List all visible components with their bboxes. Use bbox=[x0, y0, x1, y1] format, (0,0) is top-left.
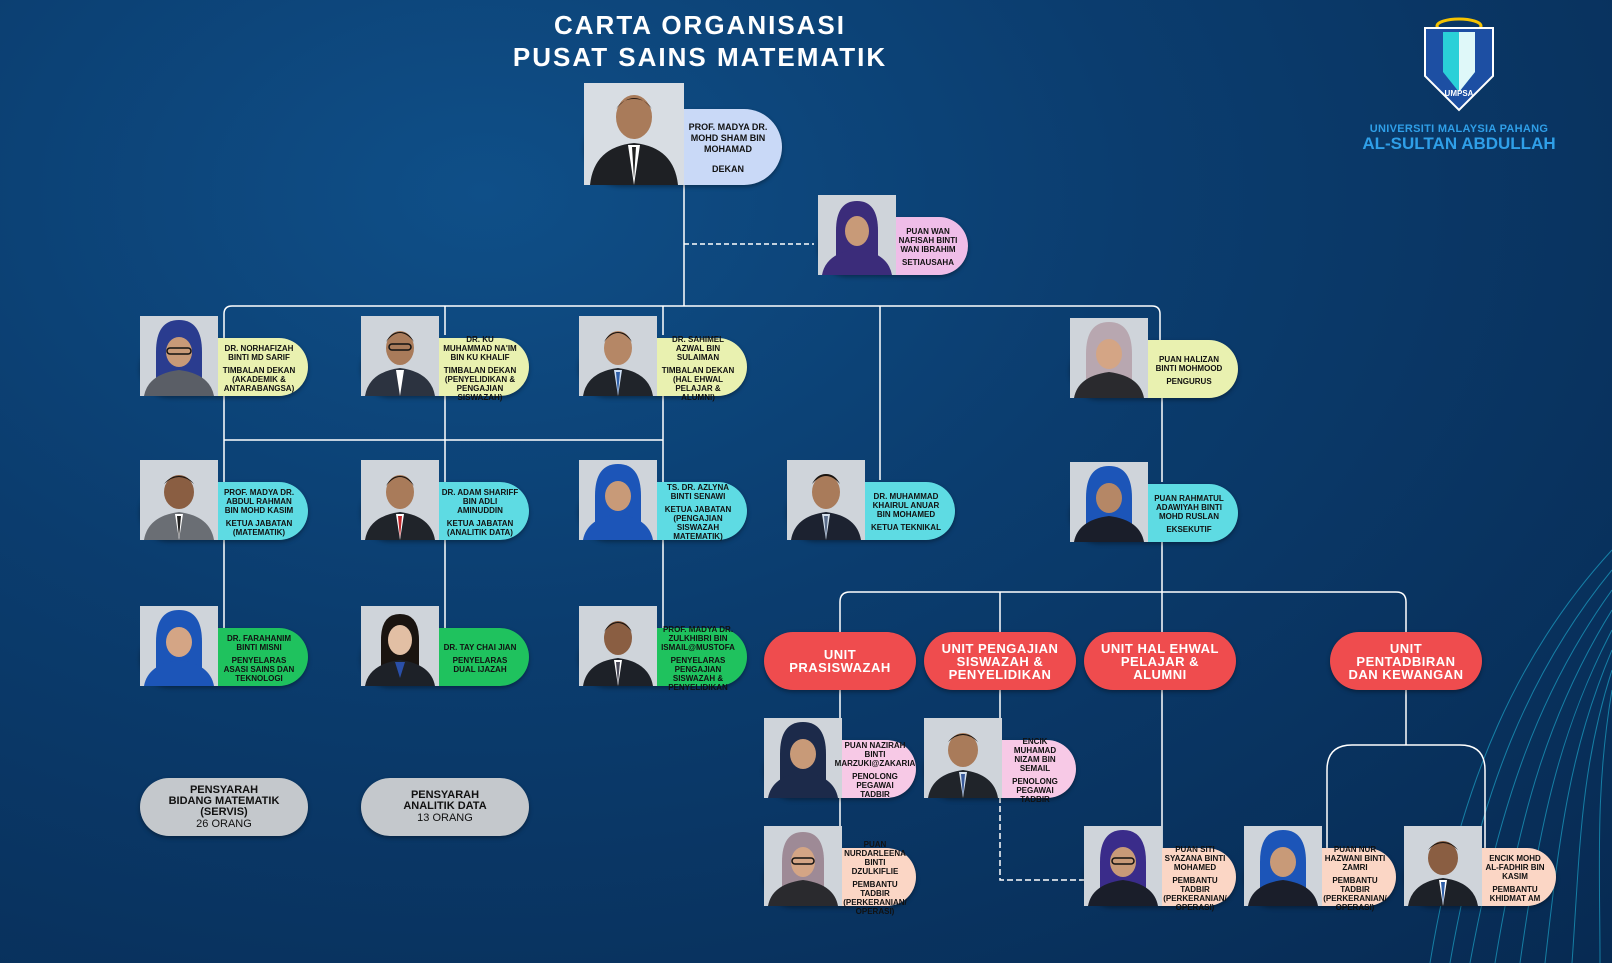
university-crest-icon: UMPSA bbox=[1424, 17, 1494, 112]
person-name: DR. KU MUHAMMAD NA'IM BIN KU KHALIF bbox=[443, 334, 517, 362]
person-name: PUAN RAHMATUL ADAWIYAH BINTI MOHD RUSLAN bbox=[1154, 494, 1224, 521]
person-name: PUAN NAZIRAH BINTI MARZUKI@ZAKARIA bbox=[834, 741, 916, 768]
person-name: DR. NORHAFIZAH BINTI MD SARIF bbox=[224, 343, 294, 362]
person-card-tech-head[interactable]: DR. MUHAMMAD KHAIRUL ANUAR BIN MOHAMED K… bbox=[787, 460, 955, 540]
person-card-admin-assistant-2[interactable]: ENCIK MUHAMAD NIZAM BIN SEMAIL PENOLONG … bbox=[924, 718, 1076, 804]
person-photo bbox=[764, 718, 842, 798]
person-photo bbox=[361, 316, 439, 396]
unit-prasiswazah[interactable]: UNIT PRASISWAZAH bbox=[764, 632, 916, 690]
lecturer-group-analytics[interactable]: PENSYARAH ANALITIK DATA 13 ORANG bbox=[361, 778, 529, 836]
unit-hal-ehwal-pelajar[interactable]: UNIT HAL EHWAL PELAJAR & ALUMNI bbox=[1084, 632, 1236, 690]
person-role: EKSEKUTIF bbox=[1166, 525, 1212, 534]
person-name: DR. FARAHANIM BINTI MISNI bbox=[227, 633, 291, 652]
person-photo bbox=[764, 826, 842, 906]
person-role: KETUA JABATAN (ANALITIK DATA) bbox=[446, 518, 514, 537]
lecturer-group-title: PENSYARAH ANALITIK DATA bbox=[403, 789, 487, 812]
person-card-coordinator-dual[interactable]: DR. TAY CHAI JIAN PENYELARAS DUAL IJAZAH bbox=[361, 606, 529, 686]
person-photo bbox=[579, 316, 657, 396]
lecturer-group-count: 13 ORANG bbox=[417, 812, 473, 824]
person-role: PENOLONG PEGAWAI TADBIR bbox=[1012, 776, 1058, 804]
person-role: PEMBANTU TADBIR (PERKERANIAN/ OPERASI) bbox=[843, 880, 907, 916]
person-photo bbox=[579, 606, 657, 686]
person-card-clerk-2[interactable]: PUAN SITI SYAZANA BINTI MOHAMED PEMBANTU… bbox=[1084, 826, 1236, 912]
person-photo bbox=[818, 195, 896, 275]
decorative-wave-lines bbox=[1429, 549, 1612, 963]
person-role: PEMBANTU TADBIR (PERKERANIAN/ OPERASI) bbox=[1323, 875, 1387, 912]
person-card-head-postgrad[interactable]: TS. DR. AZLYNA BINTI SENAWI KETUA JABATA… bbox=[579, 460, 747, 541]
person-name: DR. TAY CHAI JIAN bbox=[443, 642, 517, 652]
person-card-head-math[interactable]: PROF. MADYA DR. ABDUL RAHMAN BIN MOHD KA… bbox=[140, 460, 308, 540]
person-photo bbox=[140, 606, 218, 686]
lecturer-group-math[interactable]: PENSYARAH BIDANG MATEMATIK (SERVIS) 26 O… bbox=[140, 778, 308, 836]
logo-badge-text: UMPSA bbox=[1445, 89, 1474, 98]
person-role: PEMBANTU KHIDMAT AM bbox=[1489, 884, 1541, 903]
chart-title-line1: CARTA ORGANISASI bbox=[554, 10, 846, 40]
university-logo: UMPSA UNIVERSITI MALAYSIA PAHANG AL-SULT… bbox=[1346, 14, 1572, 152]
person-role: TIMBALAN DEKAN (AKADEMIK & ANTARABANGSA) bbox=[222, 365, 296, 393]
person-card-clerk-3[interactable]: PUAN NUR HAZWANI BINTI ZAMRI PEMBANTU TA… bbox=[1244, 826, 1396, 912]
person-role: PEMBANTU TADBIR (PERKERANIAN/ OPERASI) bbox=[1163, 875, 1227, 912]
person-card-secretary[interactable]: PUAN WAN NAFISAH BINTI WAN IBRAHIM SETIA… bbox=[818, 195, 968, 275]
person-card-deputy-research[interactable]: DR. KU MUHAMMAD NA'IM BIN KU KHALIF TIMB… bbox=[361, 316, 529, 402]
person-name: PUAN NUR HAZWANI BINTI ZAMRI bbox=[1324, 844, 1386, 872]
person-name: PUAN WAN NAFISAH BINTI WAN IBRAHIM bbox=[898, 227, 958, 254]
person-role: TIMBALAN DEKAN (PENYELIDIKAN & PENGAJIAN… bbox=[443, 365, 517, 402]
person-card-coordinator-foundation[interactable]: DR. FARAHANIM BINTI MISNI PENYELARAS ASA… bbox=[140, 606, 308, 686]
person-card-deputy-student[interactable]: DR. SAHIMEL AZWAL BIN SULAIMAN TIMBALAN … bbox=[579, 316, 747, 402]
person-photo bbox=[140, 316, 218, 396]
person-photo bbox=[1084, 826, 1162, 906]
person-photo bbox=[140, 460, 218, 540]
person-card-head-analytics[interactable]: DR. ADAM SHARIFF BIN ADLI AMINUDDIN KETU… bbox=[361, 460, 529, 540]
person-role: TIMBALAN DEKAN (HAL EHWAL PELAJAR & ALUM… bbox=[661, 365, 735, 402]
person-photo bbox=[1070, 462, 1148, 542]
person-name: TS. DR. AZLYNA BINTI SENAWI bbox=[666, 483, 730, 501]
person-name: PUAN NURDARLEENA BINTI DZULKIFLIE bbox=[844, 840, 906, 876]
chart-title-line2: PUSAT SAINS MATEMATIK bbox=[512, 42, 888, 72]
person-photo bbox=[1244, 826, 1322, 906]
person-photo bbox=[361, 460, 439, 540]
person-role: PENYELARAS ASASI SAINS DAN TEKNOLOGI bbox=[223, 655, 295, 683]
person-name: PUAN HALIZAN BINTI MOHMOOD bbox=[1155, 354, 1223, 373]
university-name-line1: UNIVERSITI MALAYSIA PAHANG bbox=[1369, 123, 1549, 135]
person-role: DEKAN bbox=[711, 164, 744, 174]
person-photo bbox=[361, 606, 439, 686]
person-card-admin-assistant-1[interactable]: PUAN NAZIRAH BINTI MARZUKI@ZAKARIA PENOL… bbox=[764, 718, 916, 799]
person-photo bbox=[1070, 318, 1148, 398]
person-photo bbox=[1404, 826, 1482, 906]
lecturer-group-count: 26 ORANG bbox=[196, 817, 252, 830]
lecturer-group-title: PENSYARAH BIDANG MATEMATIK (SERVIS) bbox=[168, 783, 280, 818]
person-card-general-assistant[interactable]: ENCIK MOHD AL-FADHIR BIN KASIM PEMBANTU … bbox=[1404, 826, 1556, 906]
person-photo bbox=[787, 460, 865, 540]
person-photo bbox=[584, 83, 684, 185]
person-card-dean[interactable]: PROF. MADYA DR. MOHD SHAM BIN MOHAMAD DE… bbox=[584, 83, 782, 185]
person-card-executive[interactable]: PUAN RAHMATUL ADAWIYAH BINTI MOHD RUSLAN… bbox=[1070, 462, 1238, 542]
unit-pengajian-siswazah[interactable]: UNIT PENGAJIAN SISWAZAH & PENYELIDIKAN bbox=[924, 632, 1076, 690]
person-name: DR. SAHIMEL AZWAL BIN SULAIMAN bbox=[672, 334, 724, 362]
person-name: ENCIK MUHAMAD NIZAM BIN SEMAIL bbox=[1013, 736, 1057, 773]
person-name: PROF. MADYA DR. MOHD SHAM BIN MOHAMAD bbox=[688, 122, 768, 154]
university-name-line2: AL-SULTAN ABDULLAH bbox=[1362, 134, 1556, 153]
person-name: PROF. MADYA DR. ABDUL RAHMAN BIN MOHD KA… bbox=[223, 487, 295, 515]
person-name: ENCIK MOHD AL-FADHIR BIN KASIM bbox=[1485, 853, 1545, 881]
person-photo bbox=[579, 460, 657, 540]
person-name: PROF. MADYA DR. ZULKHIBRI BIN ISMAIL@MUS… bbox=[661, 624, 735, 652]
person-role: PENYELARAS DUAL IJAZAH bbox=[452, 655, 508, 674]
person-card-clerk-1[interactable]: PUAN NURDARLEENA BINTI DZULKIFLIE PEMBAN… bbox=[764, 826, 916, 916]
person-role: KETUA JABATAN (MATEMATIK) bbox=[225, 518, 293, 537]
person-card-coordinator-postgrad[interactable]: PROF. MADYA DR. ZULKHIBRI BIN ISMAIL@MUS… bbox=[579, 606, 747, 692]
person-card-deputy-academic[interactable]: DR. NORHAFIZAH BINTI MD SARIF TIMBALAN D… bbox=[140, 316, 308, 396]
person-name: DR. ADAM SHARIFF BIN ADLI AMINUDDIN bbox=[441, 487, 519, 515]
person-role: KETUA JABATAN (PENGAJIAN SISWAZAH MATEMA… bbox=[664, 505, 732, 541]
person-role: SETIAUSAHA bbox=[901, 258, 954, 267]
person-role: KETUA TEKNIKAL bbox=[871, 523, 941, 532]
person-card-manager[interactable]: PUAN HALIZAN BINTI MOHMOOD PENGURUS bbox=[1070, 318, 1238, 398]
person-role: PENGURUS bbox=[1166, 376, 1212, 386]
person-name: PUAN SITI SYAZANA BINTI MOHAMED bbox=[1164, 844, 1226, 872]
person-role: PENOLONG PEGAWAI TADBIR bbox=[852, 772, 898, 799]
unit-pentadbiran-kewangan[interactable]: UNIT PENTADBIRAN DAN KEWANGAN bbox=[1330, 632, 1482, 690]
person-name: DR. MUHAMMAD KHAIRUL ANUAR BIN MOHAMED bbox=[872, 492, 940, 519]
person-photo bbox=[924, 718, 1002, 798]
person-role: PENYELARAS PENGAJIAN SISWAZAH & PENYELID… bbox=[668, 655, 728, 692]
